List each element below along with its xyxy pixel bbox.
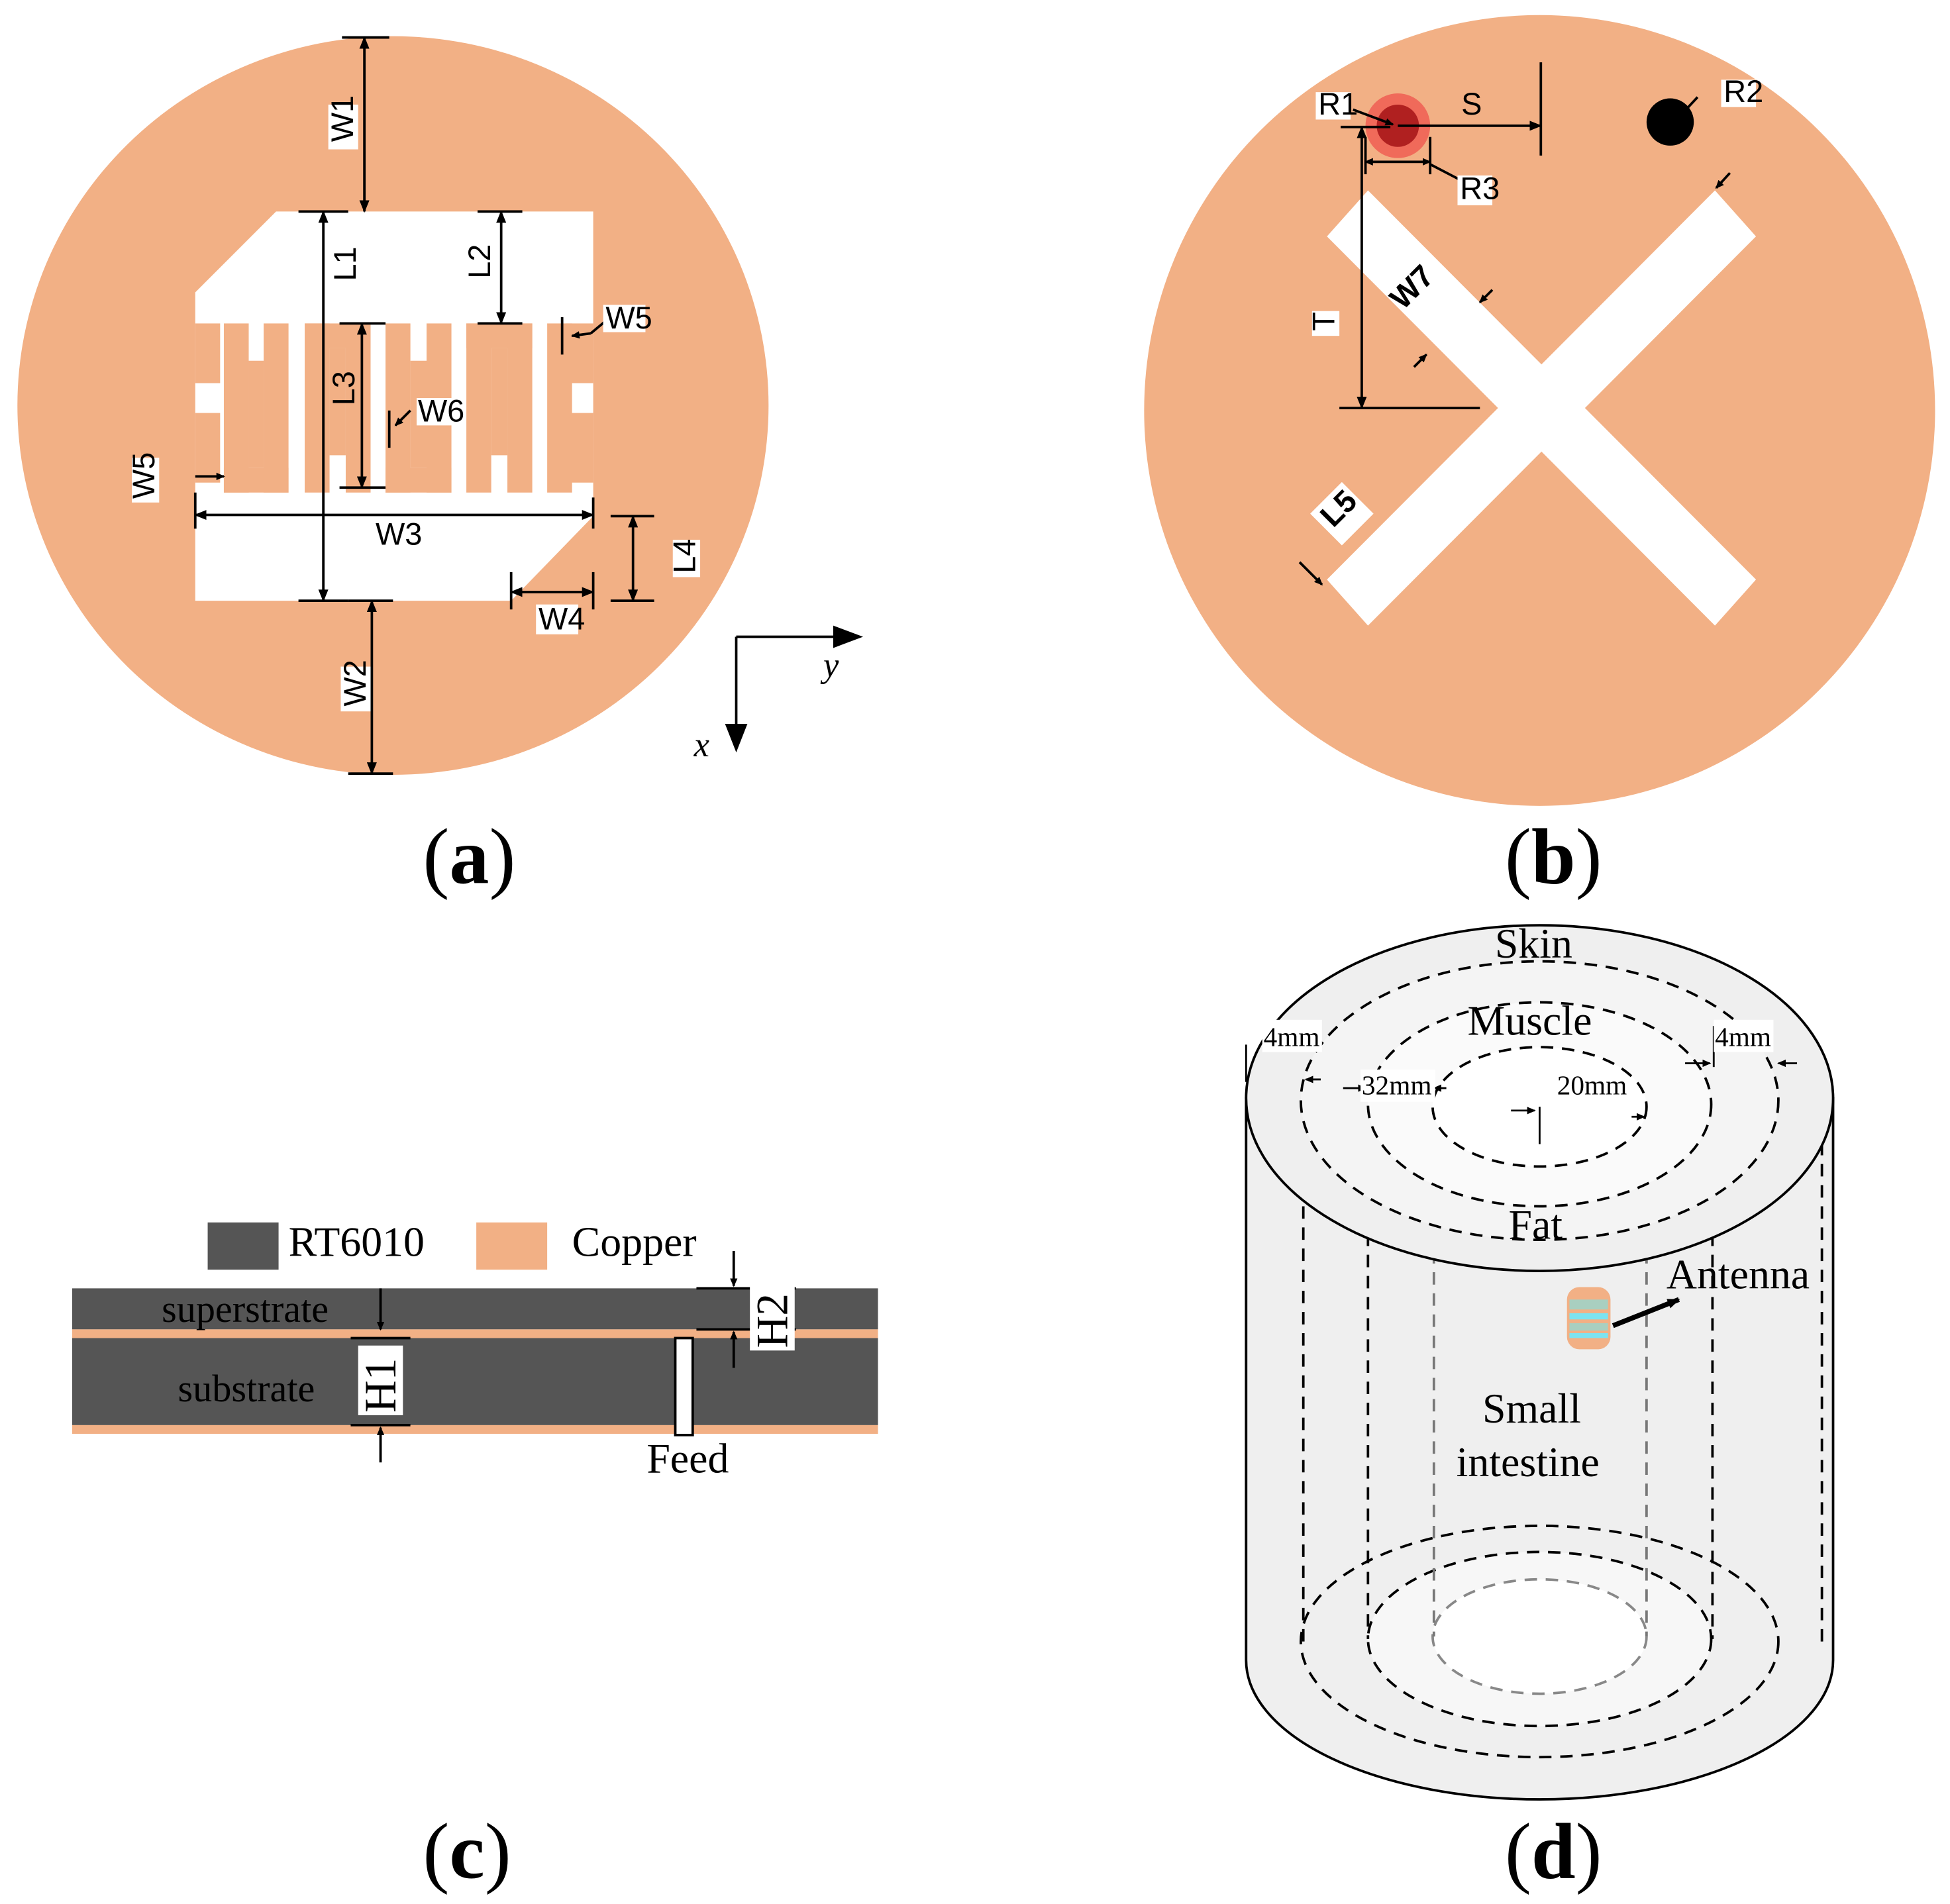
caption-d: (d) — [1505, 1807, 1602, 1895]
label-l1: L1 — [328, 246, 362, 281]
dimension-lines-a — [193, 36, 654, 775]
superstrate-layer — [72, 1288, 878, 1330]
label-h1: H1 — [356, 1358, 405, 1413]
label-w4: W4 — [539, 601, 585, 636]
shorting-pin — [1646, 98, 1694, 146]
label-l4: L4 — [668, 539, 702, 574]
label-w1: W1 — [325, 95, 360, 142]
label-w5-left: W5 — [127, 452, 161, 499]
label-t: T — [1307, 312, 1341, 331]
label-dim-32: 32mm — [1362, 1070, 1432, 1100]
caption-b: (b) — [1505, 812, 1602, 900]
label-l2: L2 — [462, 244, 497, 279]
dimension-labels-a: W1 L1 L2 L3 W5 W6 W5 W3 L4 W4 W2 — [127, 95, 702, 712]
label-w3: W3 — [376, 517, 422, 552]
label-fat: Fat — [1508, 1201, 1563, 1248]
caption-a: (a) — [423, 812, 515, 900]
label-dim-left: 4mm — [1264, 1021, 1320, 1052]
label-r2: R2 — [1723, 74, 1763, 109]
label-w6: W6 — [418, 394, 464, 428]
panel-d: Skin Muscle 4mm 4mm 32mm 20mm Fat Antenn… — [1245, 920, 1835, 1895]
label-small: Small — [1482, 1385, 1581, 1432]
label-skin: Skin — [1495, 920, 1572, 967]
antenna-capsule — [1566, 1287, 1611, 1350]
label-h2: H2 — [747, 1293, 797, 1348]
caption-c: (c) — [423, 1807, 511, 1895]
feed-probe — [674, 1336, 694, 1436]
axis-y-label: y — [820, 646, 839, 685]
legend-label-rt6010: RT6010 — [289, 1219, 425, 1266]
label-s: S — [1461, 87, 1482, 121]
panel-c: RT6010 Copper superstrate substrate H1 H… — [72, 1219, 878, 1895]
axis-x-label: x — [693, 726, 709, 764]
label-superstrate: superstrate — [162, 1287, 329, 1330]
label-antenna: Antenna — [1667, 1250, 1810, 1297]
dimension-lines-b — [1298, 62, 1731, 586]
label-r3: R3 — [1460, 172, 1500, 206]
panel-a: W1 L1 L2 L3 W5 W6 W5 W3 L4 W4 W2 y x — [17, 36, 864, 900]
intestine-lumen-bottom — [1431, 1578, 1648, 1695]
legend-swatch-rt6010 — [207, 1222, 279, 1270]
cross-slot — [1327, 190, 1757, 626]
label-dim-20: 20mm — [1557, 1070, 1627, 1100]
copper-ground-layer — [72, 1425, 878, 1434]
legend-swatch-copper — [476, 1222, 548, 1270]
feed-via-inner — [1376, 104, 1419, 147]
antenna-pointer-arrow — [1612, 1297, 1680, 1328]
label-l3: L3 — [327, 371, 361, 405]
substrate-layer — [72, 1338, 878, 1425]
coordinate-axes: y x — [693, 625, 864, 764]
panel-b: R1 S R2 R3 W7 T L5 (b) — [1144, 15, 1935, 900]
label-feed: Feed — [646, 1434, 729, 1481]
label-r1: R1 — [1318, 87, 1358, 121]
label-muscle: Muscle — [1468, 997, 1592, 1044]
copper-radiator-layer — [72, 1329, 878, 1338]
label-w2: W2 — [338, 660, 372, 706]
label-w5-right: W5 — [605, 301, 652, 335]
label-substrate: substrate — [178, 1367, 315, 1410]
legend-label-copper: Copper — [572, 1219, 697, 1266]
label-intestine: intestine — [1457, 1438, 1600, 1485]
label-dim-right: 4mm — [1715, 1021, 1771, 1052]
